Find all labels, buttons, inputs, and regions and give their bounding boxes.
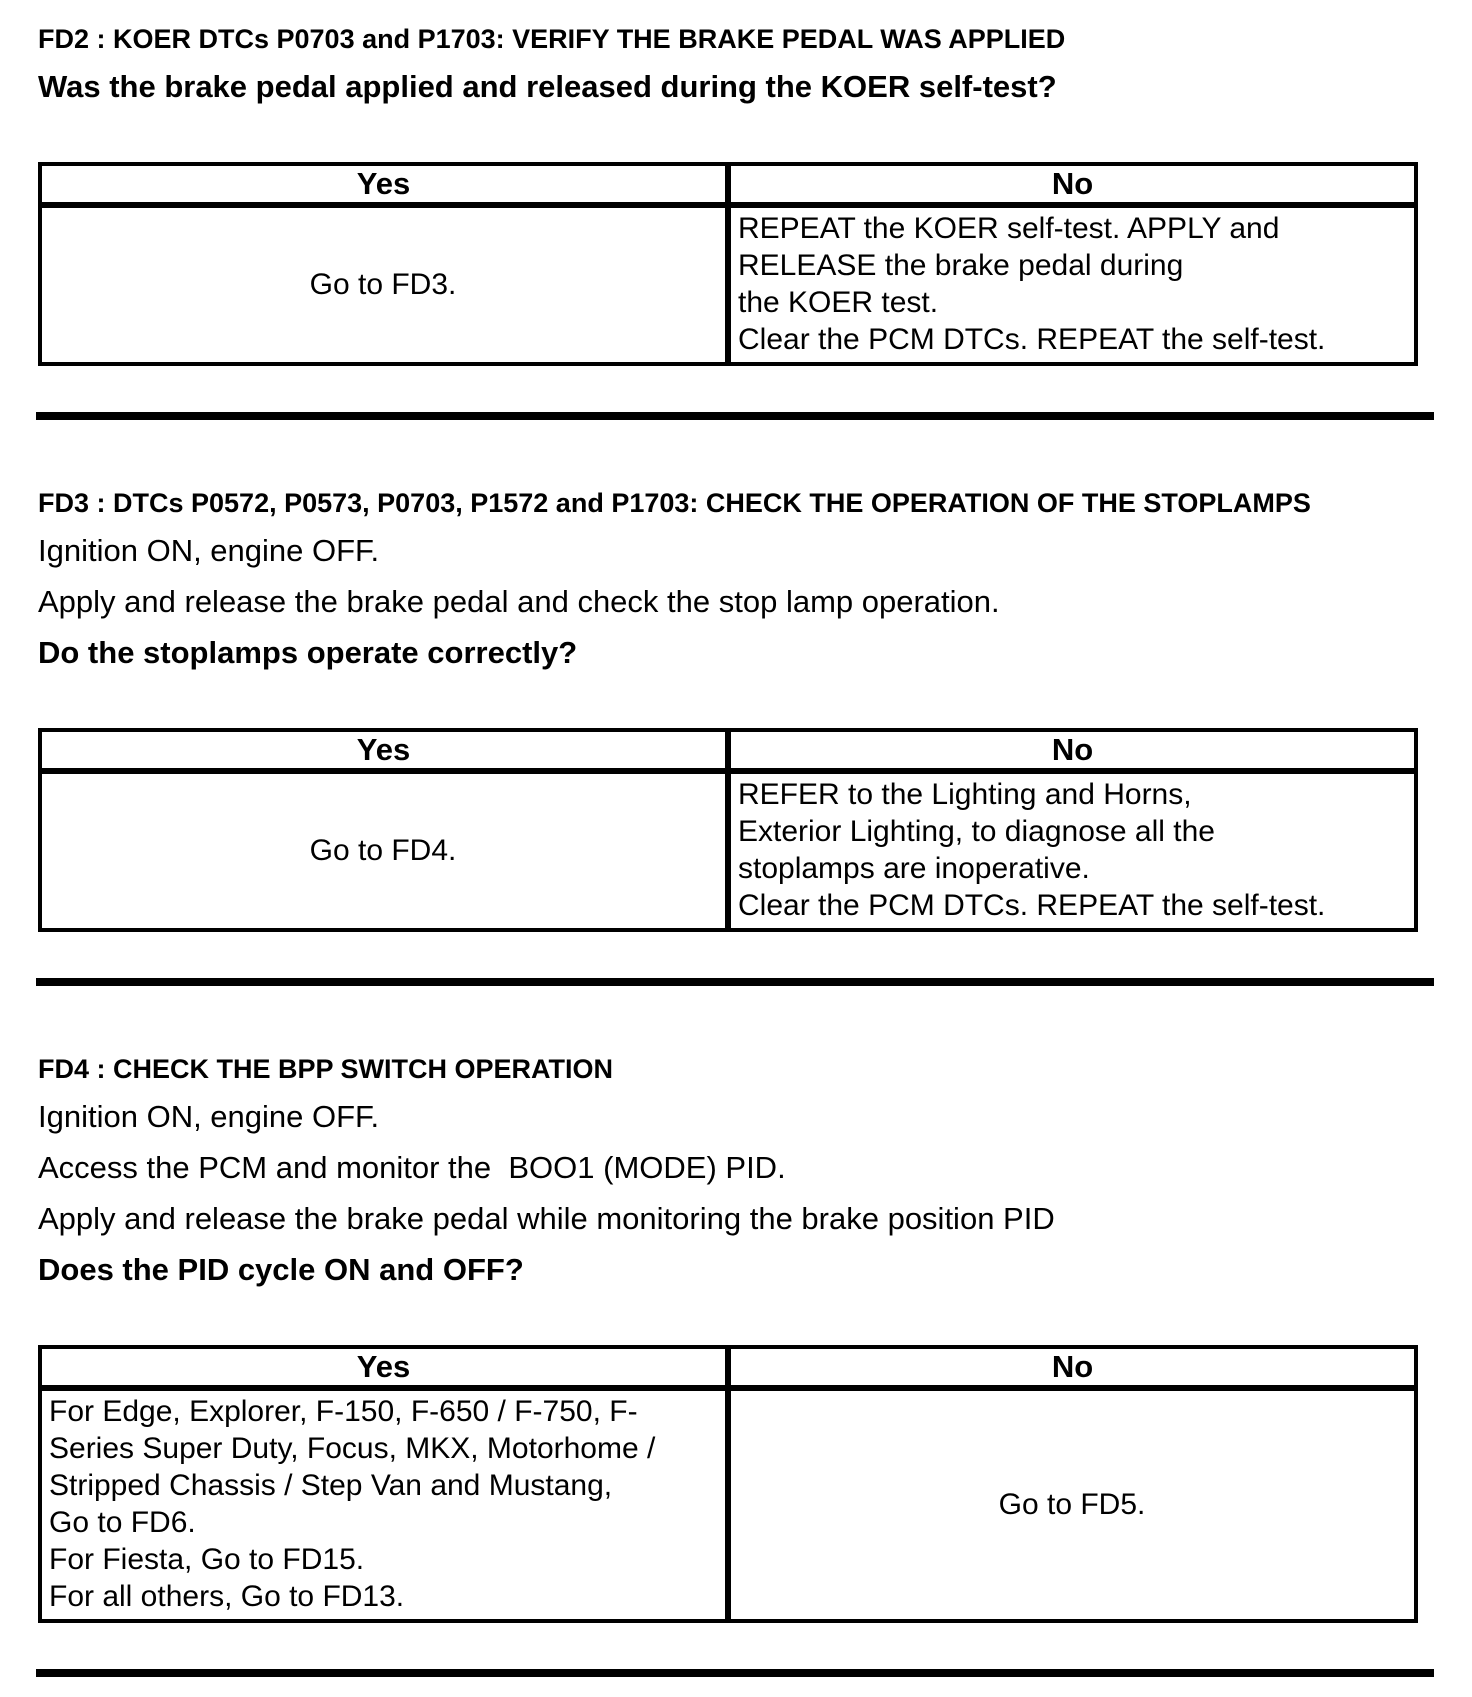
fd3-step-1: Ignition ON, engine OFF.	[38, 533, 380, 568]
section-divider	[36, 412, 1434, 420]
fd2-decision-table: Yes No Go to FD3. REPEAT the KOER self-t…	[38, 162, 1418, 366]
fd4-section: FD4 : CHECK THE BPP SWITCH OPERATION Ign…	[36, 986, 1436, 1677]
section-divider	[36, 978, 1434, 986]
fd2-no-column-header: No	[726, 162, 1418, 208]
fd2-table-body-row: Go to FD3. REPEAT the KOER self-test. AP…	[38, 203, 1418, 366]
fd3-decision-table: Yes No Go to FD4. REFER to the Lighting …	[38, 728, 1418, 932]
fd3-step-2: Apply and release the brake pedal and ch…	[38, 584, 1000, 619]
fd3-yes-column-header: Yes	[38, 728, 731, 774]
fd2-yes-action-cell: Go to FD3.	[38, 203, 731, 366]
fd3-question: Do the stoplamps operate correctly?	[38, 635, 578, 670]
fd4-section-header: FD4 : CHECK THE BPP SWITCH OPERATION	[38, 1054, 614, 1084]
fd2-table-header-row: Yes No	[38, 162, 1418, 208]
fd3-table-body-row: Go to FD4. REFER to the Lighting and Hor…	[38, 769, 1418, 932]
fd4-question: Does the PID cycle ON and OFF?	[38, 1252, 524, 1287]
fd4-decision-table: Yes No For Edge, Explorer, F-150, F-650 …	[38, 1345, 1418, 1623]
fd4-no-action-cell: Go to FD5.	[726, 1386, 1418, 1623]
fd3-section-header: FD3 : DTCs P0572, P0573, P0703, P1572 an…	[38, 488, 1311, 518]
fd4-table-header-row: Yes No	[38, 1345, 1418, 1391]
fd3-table-header-row: Yes No	[38, 728, 1418, 774]
fd4-step-2: Access the PCM and monitor the BOO1 (MOD…	[38, 1150, 786, 1185]
fd3-yes-action-cell: Go to FD4.	[38, 769, 731, 932]
fd3-section: FD3 : DTCs P0572, P0573, P0703, P1572 an…	[36, 420, 1436, 986]
fd4-step-3: Apply and release the brake pedal while …	[38, 1201, 1055, 1236]
fd2-no-action-cell: REPEAT the KOER self-test. APPLY and REL…	[726, 203, 1418, 366]
fd4-yes-action-cell: For Edge, Explorer, F-150, F-650 / F-750…	[38, 1386, 731, 1623]
fd2-section: FD2 : KOER DTCs P0703 and P1703: VERIFY …	[36, 22, 1436, 420]
fd3-no-action-cell: REFER to the Lighting and Horns, Exterio…	[726, 769, 1418, 932]
fd4-table-body-row: For Edge, Explorer, F-150, F-650 / F-750…	[38, 1386, 1418, 1623]
fd4-no-column-header: No	[726, 1345, 1418, 1391]
fd2-section-header: FD2 : KOER DTCs P0703 and P1703: VERIFY …	[38, 24, 1066, 54]
fd3-no-column-header: No	[726, 728, 1418, 774]
fd4-yes-column-header: Yes	[38, 1345, 731, 1391]
section-divider	[36, 1669, 1434, 1677]
fd2-question: Was the brake pedal applied and released…	[38, 69, 1057, 104]
fd2-yes-column-header: Yes	[38, 162, 731, 208]
fd4-step-1: Ignition ON, engine OFF.	[38, 1099, 380, 1134]
